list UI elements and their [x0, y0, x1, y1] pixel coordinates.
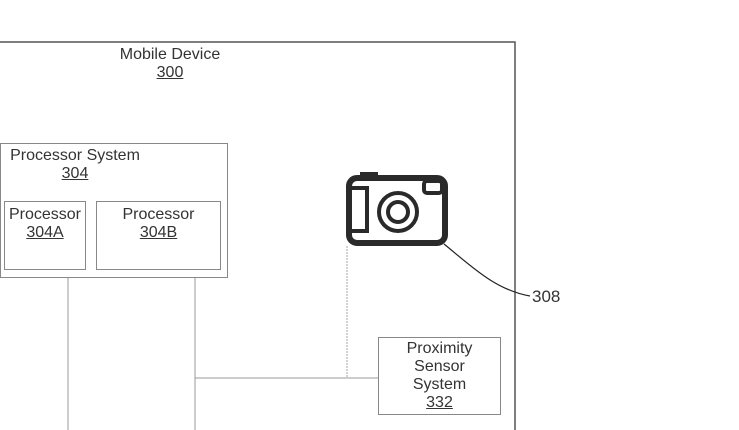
proximity-sensor-line3: System: [412, 376, 467, 393]
leader-line-308: [443, 243, 531, 297]
proximity-sensor-box: Proximity Sensor System 332: [378, 337, 501, 415]
processor-a-box: Processor 304A: [4, 201, 86, 270]
processor-b-box: Processor 304B: [96, 201, 221, 270]
processor-b-ref: 304B: [139, 224, 178, 241]
proximity-sensor-ref: 332: [426, 394, 453, 411]
camera-ref-label: 308: [532, 287, 561, 306]
processor-system-title: Processor System: [10, 147, 140, 164]
processor-a-ref: 304A: [26, 224, 64, 241]
proximity-sensor-line1: Proximity: [406, 340, 473, 357]
processor-system-ref: 304: [61, 165, 89, 182]
processor-system-label: Processor System 304: [0, 147, 150, 183]
processor-b-title: Processor: [122, 206, 195, 223]
mobile-device-ref: 300: [156, 64, 184, 81]
proximity-sensor-line2: Sensor: [414, 358, 465, 375]
mobile-device-border: [0, 41, 516, 430]
processor-system-box: [0, 143, 228, 278]
processor-a-title: Processor: [8, 206, 82, 223]
mobile-device-title: Mobile Device: [119, 46, 221, 63]
camera-icon: [346, 172, 448, 246]
mobile-device-label: Mobile Device 300: [90, 46, 250, 82]
